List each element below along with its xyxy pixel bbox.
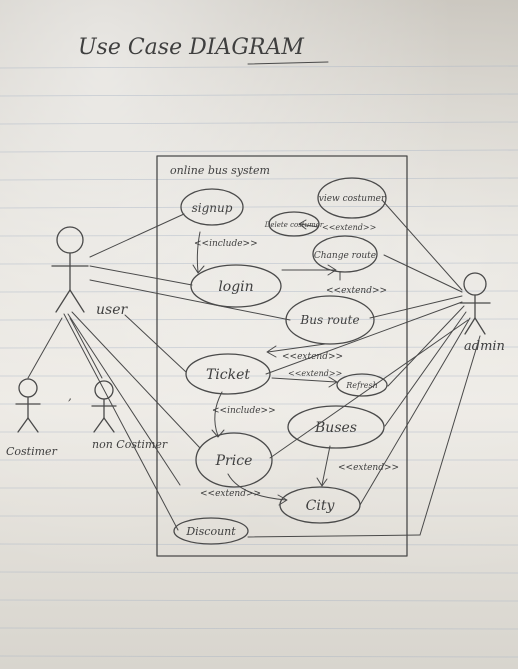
- extend-label-route-ticket: <<extend>>: [282, 352, 343, 362]
- use-case-bus-route-label: Bus route: [299, 313, 359, 327]
- admin-associations: [247, 199, 481, 538]
- use-case-login: login: [190, 264, 282, 308]
- non-costumer-label: non Costimer: [92, 438, 168, 451]
- use-case-ticket-label: Ticket: [206, 367, 250, 383]
- user-associations: [63, 213, 291, 531]
- use-case-login-label: login: [218, 279, 253, 295]
- costumer-actor: [15, 378, 41, 433]
- user-actor-label: user: [96, 302, 128, 318]
- admin-actor-label: admin: [464, 339, 505, 354]
- user-actor: [51, 226, 89, 313]
- use-case-price-label: Price: [215, 453, 253, 469]
- use-case-refresh: Refresh: [336, 373, 388, 397]
- use-case-bus-route: Bus route: [285, 295, 375, 345]
- generalization-non-costumer: [69, 317, 103, 379]
- use-case-change-route-label: Change route: [314, 251, 376, 261]
- use-case-buses-label: Buses: [314, 420, 357, 436]
- separator-dot: ,: [68, 389, 72, 403]
- extend-label-delete-view: <<extend>>: [322, 223, 376, 232]
- use-case-signup-label: signup: [192, 201, 233, 215]
- use-case-view-costumer: view costumer: [317, 177, 387, 219]
- use-case-refresh-label: Refresh: [345, 381, 378, 390]
- use-case-signup: signup: [180, 188, 244, 226]
- use-case-discount: Discount: [173, 517, 249, 545]
- use-case-discount-label: Discount: [185, 525, 236, 538]
- use-case-city-label: City: [306, 498, 336, 514]
- generalization-costumer: [27, 317, 63, 379]
- extend-label-change-login: <<extend>>: [326, 286, 387, 296]
- extend-label-refresh: <<extend>>: [288, 369, 342, 378]
- dependency-arrows: [192, 219, 341, 506]
- include-label-signup-login: <<include>>: [194, 239, 258, 249]
- ruled-lines: [0, 65, 518, 658]
- use-case-change-route: Change route: [312, 235, 378, 273]
- system-boundary: [156, 155, 408, 557]
- include-label-ticket-price: <<include>>: [212, 406, 276, 416]
- use-case-delete-costumer-label: Delete costumer: [264, 221, 324, 229]
- extend-label-buses-city: <<extend>>: [338, 463, 399, 473]
- use-case-ticket: Ticket: [185, 353, 271, 395]
- use-case-buses: Buses: [287, 405, 385, 449]
- title-underline: [247, 61, 329, 65]
- costumer-label: Costimer: [6, 445, 58, 458]
- admin-actor: [459, 272, 491, 335]
- use-case-view-costumer-label: view costumer: [319, 194, 386, 204]
- use-case-price: Price: [195, 432, 273, 488]
- use-case-delete-costumer: Delete costumer: [264, 211, 324, 237]
- use-case-city: City: [279, 486, 361, 524]
- extend-label-price-city: <<extend>>: [200, 489, 261, 499]
- system-label: online bus system: [170, 164, 270, 177]
- diagram-title: Use Case DIAGRAM: [78, 35, 304, 60]
